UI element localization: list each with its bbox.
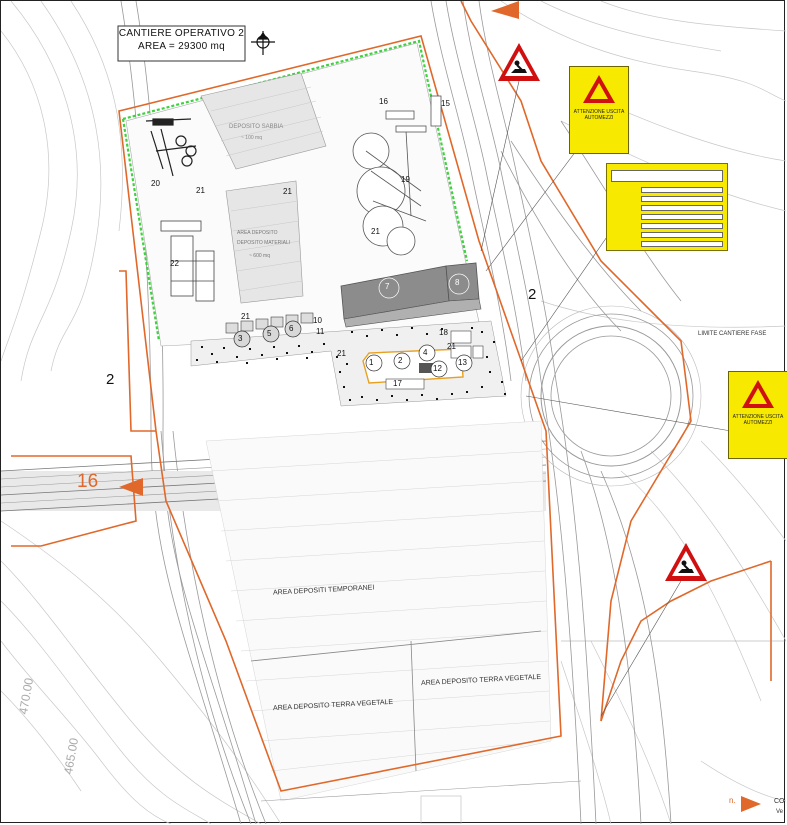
svg-text:~ 100 mq: ~ 100 mq bbox=[241, 135, 262, 141]
marker-2: 2 bbox=[398, 356, 403, 365]
title-box bbox=[117, 25, 246, 62]
marker-21b: 21 bbox=[283, 187, 292, 196]
warning-triangle-icon: ! bbox=[742, 380, 774, 408]
marker-3: 3 bbox=[238, 334, 243, 343]
marker-7: 7 bbox=[385, 282, 390, 291]
svg-text:AREA DEPOSITO: AREA DEPOSITO bbox=[237, 230, 278, 236]
road-label-2-right: 2 bbox=[528, 286, 537, 303]
road-label-2-left: 2 bbox=[106, 371, 115, 388]
marker-16: 16 bbox=[379, 97, 388, 106]
lower-area-hatch bbox=[205, 420, 552, 802]
svg-text:~ 600 mq: ~ 600 mq bbox=[249, 253, 270, 259]
title-line1: CANTIERE OPERATIVO 2 bbox=[118, 28, 245, 39]
marker-1: 1 bbox=[369, 358, 374, 367]
site-info-panel bbox=[606, 163, 728, 251]
marker-5: 5 bbox=[267, 329, 272, 338]
module-boxes bbox=[225, 312, 484, 359]
marker-20: 20 bbox=[151, 179, 160, 188]
marker-18: 18 bbox=[439, 328, 448, 337]
north-arrow bbox=[251, 31, 275, 55]
panel-row bbox=[611, 240, 723, 247]
batching-plant bbox=[160, 220, 215, 302]
panel-row bbox=[611, 231, 723, 238]
section-markers bbox=[119, 1, 761, 812]
numbered-markers bbox=[233, 273, 473, 378]
panel-row bbox=[611, 222, 723, 229]
panel-row bbox=[611, 213, 723, 220]
marker-11: 11 bbox=[316, 327, 325, 336]
attention-sign-2-text: ATTENZIONE USCITA AUTOMEZZI bbox=[732, 414, 784, 426]
marker-21a: 21 bbox=[196, 186, 205, 195]
marker-4: 4 bbox=[423, 348, 428, 357]
attention-sign-1-text: ATTENZIONE USCITA AUTOMEZZI bbox=[573, 109, 625, 121]
svg-text:DEPOSITO SABBIA: DEPOSITO SABBIA bbox=[229, 124, 283, 130]
svg-text:DEPOSITO MATERIALI: DEPOSITO MATERIALI bbox=[237, 240, 290, 246]
road-label-16: 16 bbox=[77, 471, 99, 492]
bottom-n-label: n. bbox=[729, 796, 736, 805]
deposit-zones: DEPOSITO SABBIA ~ 100 mq AREA DEPOSITO D… bbox=[200, 72, 327, 304]
marker-19: 19 bbox=[401, 175, 410, 184]
marker-13: 13 bbox=[458, 358, 467, 367]
bottom-code-2: Ve bbox=[776, 809, 784, 815]
title-text: CANTIERE OPERATIVO 2 AREA = 29300 mq bbox=[118, 27, 245, 53]
crane-equipment bbox=[145, 118, 197, 177]
marker-22: 22 bbox=[170, 259, 179, 268]
roundabout bbox=[520, 305, 702, 487]
attention-sign-2: ! ATTENZIONE USCITA AUTOMEZZI bbox=[728, 371, 787, 459]
marker-21f: 21 bbox=[447, 342, 456, 351]
sign-leader-lines bbox=[480, 80, 732, 717]
marker-17: 17 bbox=[393, 379, 402, 388]
title-line2: AREA = 29300 mq bbox=[137, 41, 226, 52]
panel-row bbox=[611, 195, 723, 202]
site-boundary bbox=[11, 1, 772, 792]
warning-triangle-icon: ! bbox=[583, 75, 615, 103]
panel-header-bar bbox=[611, 170, 723, 182]
aggregate-piles bbox=[352, 95, 442, 256]
marker-10: 10 bbox=[313, 316, 322, 325]
marker-21d: 21 bbox=[241, 312, 250, 321]
marker-12: 12 bbox=[433, 364, 442, 373]
bottom-code: CO bbox=[774, 798, 785, 805]
marker-21c: 21 bbox=[371, 227, 380, 236]
lower-road-lines bbox=[260, 640, 786, 824]
marker-15: 15 bbox=[441, 99, 450, 108]
marker-6: 6 bbox=[289, 324, 294, 333]
panel-row bbox=[611, 204, 723, 211]
attention-sign-1: ! ATTENZIONE USCITA AUTOMEZZI bbox=[569, 66, 629, 154]
road-works-sign-top bbox=[498, 43, 540, 81]
road-works-sign-bottom bbox=[665, 543, 707, 581]
marker-21e: 21 bbox=[337, 349, 346, 358]
panel-row bbox=[611, 186, 723, 193]
limite-cantiere-label: LIMITE CANTIERE FASE bbox=[698, 331, 767, 337]
marker-8: 8 bbox=[455, 278, 460, 287]
